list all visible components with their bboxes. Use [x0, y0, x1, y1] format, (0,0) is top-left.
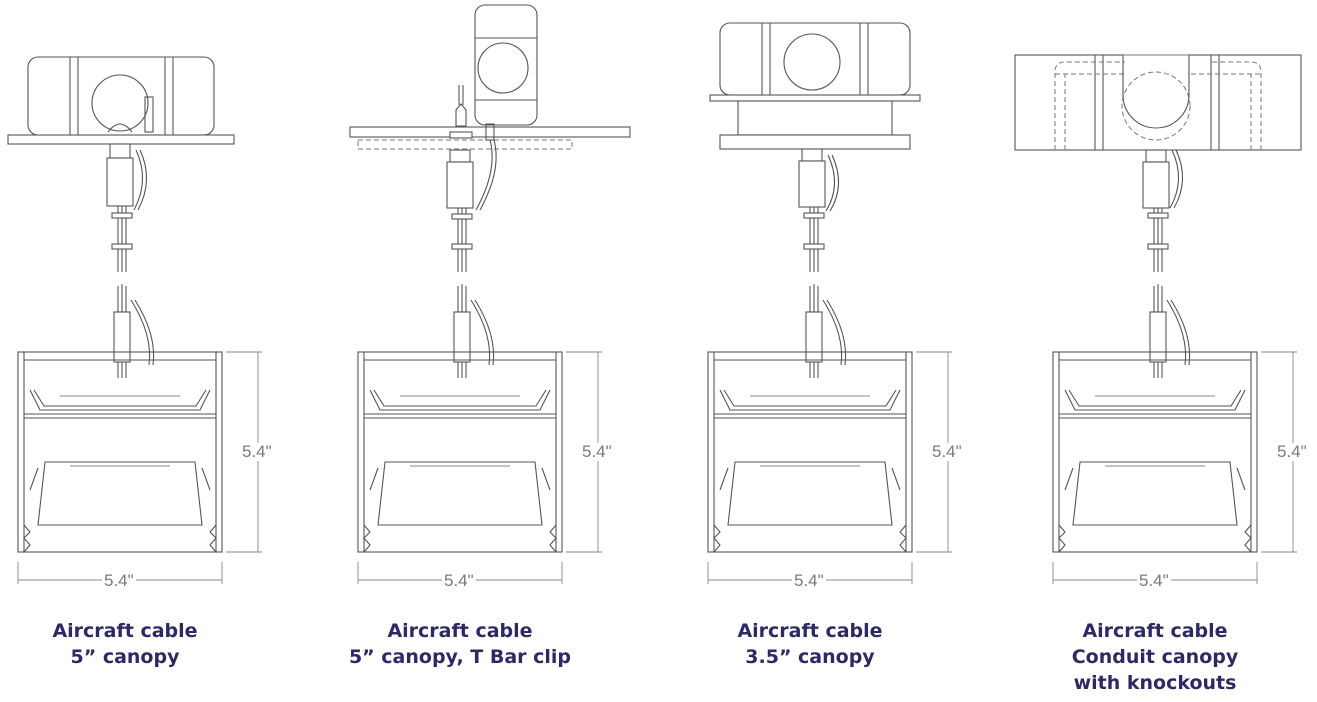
- width-dimension-label: 5.4": [792, 571, 826, 590]
- dimension-lines: [17, 351, 262, 584]
- height-dimension-label: 5.4": [1275, 442, 1309, 461]
- dimension-lines: [357, 351, 602, 584]
- luminaire-profile: [357, 351, 563, 553]
- cable-and-gripper: [1142, 149, 1191, 378]
- canopy-5-inch: [7, 56, 235, 145]
- caption-line: 3.5” canopy: [745, 646, 875, 668]
- caption: Aircraft cable Conduit canopy with knock…: [1035, 618, 1275, 696]
- width-dimension-label: 5.4": [1137, 571, 1171, 590]
- dimension-lines: [707, 351, 952, 584]
- caption-line: 5” canopy: [70, 646, 180, 668]
- cable-and-gripper: [446, 139, 497, 378]
- caption: Aircraft cable 5” canopy, T Bar clip: [330, 618, 590, 670]
- conduit-canopy: [1014, 54, 1302, 151]
- fixture-drawing: [349, 4, 631, 584]
- height-dimension-label: 5.4": [930, 442, 964, 461]
- panel-t-bar-clip: 5.4" 5.4" Aircraft cable 5” canopy, T Ba…: [340, 0, 670, 702]
- canopy-5-inch-t-bar: [349, 4, 631, 150]
- caption: Aircraft cable 5” canopy: [0, 618, 250, 670]
- caption-line: with knockouts: [1073, 672, 1237, 694]
- caption-line: Aircraft cable: [1082, 620, 1228, 642]
- caption-line: Aircraft cable: [52, 620, 198, 642]
- panel-5-inch-canopy: 5.4" 5.4" Aircraft cable 5” canopy: [0, 0, 330, 702]
- fixture-drawing: [7, 56, 262, 584]
- canopy-3.5-inch: [709, 22, 921, 150]
- caption-line: Aircraft cable: [387, 620, 533, 642]
- cable-and-gripper: [798, 148, 847, 378]
- width-dimension-label: 5.4": [442, 571, 476, 590]
- luminaire-profile: [1052, 351, 1258, 553]
- dimension-lines: [1052, 351, 1297, 584]
- luminaire-profile: [707, 351, 913, 553]
- fixture-drawing: [707, 22, 952, 584]
- height-dimension-label: 5.4": [580, 442, 614, 461]
- caption-line: Aircraft cable: [737, 620, 883, 642]
- luminaire-profile: [17, 351, 223, 553]
- cable-and-gripper: [106, 143, 155, 378]
- t-bar-clip: [449, 85, 495, 141]
- panel-conduit-canopy: 5.4" 5.4" Aircraft cable Conduit canopy …: [1014, 0, 1317, 702]
- caption-line: Conduit canopy: [1071, 646, 1239, 668]
- width-dimension-label: 5.4": [102, 571, 136, 590]
- caption: Aircraft cable 3.5” canopy: [690, 618, 930, 670]
- caption-line: 5” canopy, T Bar clip: [348, 646, 572, 668]
- height-dimension-label: 5.4": [240, 442, 274, 461]
- fixture-drawing: [1014, 54, 1302, 584]
- panel-3.5-inch-canopy: 5.4" 5.4" Aircraft cable 3.5” canopy: [690, 0, 1020, 702]
